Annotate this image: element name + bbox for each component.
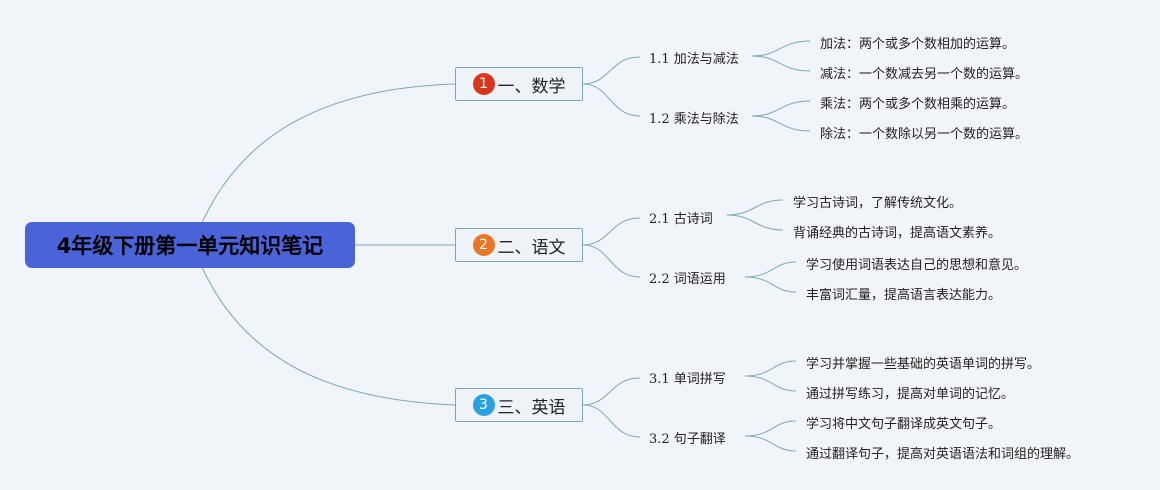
sub-node-1-1[interactable]: 1.1 加法与减法 [649, 52, 739, 67]
sub-to-leaf-link [744, 420, 797, 437]
leaf-node[interactable]: 学习将中文句子翻译成英文句子。 [806, 417, 1002, 432]
sub-to-leaf-link [744, 375, 797, 392]
sub-to-leaf-link [751, 40, 811, 57]
leaf-node[interactable]: 通过翻译句子，提高对英语语法和词组的理解。 [806, 447, 1080, 462]
sub-to-leaf-link [726, 199, 784, 216]
number-badge-3-icon: 3 [472, 394, 495, 416]
branch-to-sub-link [582, 244, 641, 278]
branch-node-math[interactable]: 1 一、数学 [455, 67, 583, 101]
sub-to-leaf-link [751, 55, 811, 72]
sub-node-3-2[interactable]: 3.2 句子翻译 [649, 432, 726, 447]
leaf-node[interactable]: 学习并掌握一些基础的英语单词的拼写。 [806, 357, 1041, 372]
leaf-node[interactable]: 丰富词汇量，提高语言表达能力。 [806, 288, 1002, 303]
leaf-node[interactable]: 减法：一个数减去另一个数的运算。 [820, 67, 1029, 82]
branch-label: 二、语文 [497, 237, 566, 258]
branch-node-english[interactable]: 3 三、英语 [455, 388, 583, 422]
leaf-node[interactable]: 乘法：两个或多个数相乘的运算。 [820, 97, 1016, 112]
root-node[interactable]: 4年级下册第一单元知识笔记 [25, 222, 355, 268]
sub-to-leaf-link [726, 214, 784, 231]
branch-to-sub-link [582, 377, 641, 406]
branch-node-chinese[interactable]: 2 二、语文 [455, 228, 583, 262]
number-badge-1-icon: 1 [472, 73, 495, 95]
sub-node-3-1[interactable]: 3.1 单词拼写 [649, 372, 726, 387]
root-title: 4年级下册第一单元知识笔记 [56, 234, 324, 258]
sub-to-leaf-link [751, 115, 811, 132]
branch-label: 三、英语 [497, 397, 566, 418]
leaf-node[interactable]: 背诵经典的古诗词，提高语文素养。 [793, 226, 1002, 241]
root-to-branch-link [197, 83, 456, 233]
branch-to-sub-link [582, 404, 641, 438]
sub-to-leaf-link [744, 360, 797, 377]
leaf-node[interactable]: 除法：一个数除以另一个数的运算。 [820, 127, 1029, 142]
leaf-node[interactable]: 通过拼写练习，提高对单词的记忆。 [806, 387, 1015, 402]
leaf-node[interactable]: 学习古诗词，了解传统文化。 [793, 196, 963, 211]
sub-to-leaf-link [744, 261, 797, 278]
sub-node-1-2[interactable]: 1.2 乘法与除法 [649, 112, 739, 127]
root-to-branch-link [197, 257, 456, 406]
branch-label: 一、数学 [497, 76, 566, 97]
leaf-node[interactable]: 学习使用词语表达自己的思想和意见。 [806, 258, 1028, 273]
number-badge-2-icon: 2 [472, 234, 495, 256]
sub-to-leaf-link [744, 276, 797, 293]
sub-node-2-1[interactable]: 2.1 古诗词 [649, 212, 713, 227]
branch-to-sub-link [582, 83, 641, 117]
leaf-node[interactable]: 加法：两个或多个数相加的运算。 [820, 37, 1016, 52]
sub-to-leaf-link [751, 100, 811, 117]
sub-node-2-2[interactable]: 2.2 词语运用 [649, 272, 726, 287]
branch-to-sub-link [582, 217, 641, 246]
branch-to-sub-link [582, 56, 641, 85]
sub-to-leaf-link [744, 435, 797, 452]
